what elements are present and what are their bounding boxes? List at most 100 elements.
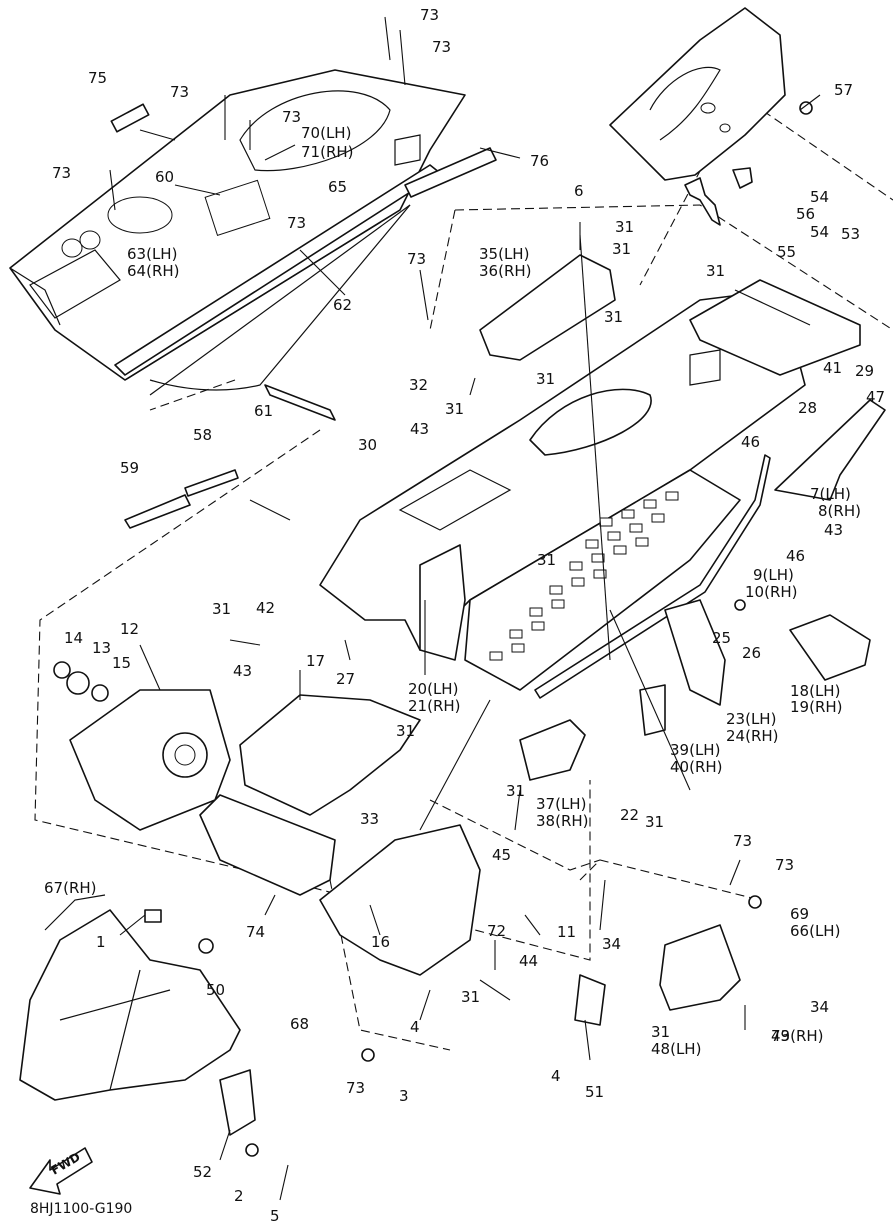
callout-8: 8(RH) [818, 502, 861, 520]
callout-17: 17 [306, 652, 325, 670]
callout-25: 25 [712, 629, 731, 647]
callout-12: 12 [120, 620, 139, 638]
callout-31: 31 [612, 240, 631, 258]
bracket-23 [664, 599, 726, 706]
callout-6: 6 [574, 182, 584, 200]
callout-31: 44 [519, 952, 538, 970]
decal-76 [404, 147, 497, 198]
callout-68: 34 [810, 998, 829, 1016]
callout-71: 71(RH) [301, 143, 354, 161]
callout-46: 46 [741, 433, 760, 451]
callout-4: 68 [290, 1015, 309, 1033]
callout-52: 51 [585, 1083, 604, 1101]
callout-10: 10(RH) [745, 583, 798, 601]
callout-29: 29 [855, 362, 874, 380]
callout-64: 64(RH) [127, 262, 180, 280]
callout-2: 52 [193, 1163, 212, 1181]
callout-69: 73 [775, 856, 794, 874]
callout-59: 59 [120, 459, 139, 477]
callout-48: 31 [651, 1023, 670, 1041]
front-left-panel [53, 661, 231, 831]
callout-49: 48(LH) [651, 1040, 701, 1058]
callout-18: 18(LH) [790, 682, 840, 700]
callout-31: 31 [445, 400, 464, 418]
callout-75: 75 [88, 69, 107, 87]
callout-31: 31 [396, 722, 415, 740]
diagram-code: 8HJ1100-G190 [30, 1201, 132, 1217]
callout-20: 20(LH) [408, 680, 458, 698]
callout-73: 73 [282, 108, 301, 126]
callout-3: 73 [346, 1079, 365, 1097]
callout-55: 55 [777, 243, 796, 261]
callout-14: 14 [64, 629, 83, 647]
callout-37: 37(LH) [536, 795, 586, 813]
callout-27: 27 [336, 670, 355, 688]
callout-47: 47 [866, 388, 885, 406]
callout-11: 16 [371, 933, 390, 951]
callout-44: 72 [487, 922, 506, 940]
bracket-39 [639, 684, 666, 736]
callout-19: 19(RH) [790, 698, 843, 716]
callout-31: 31 [645, 813, 664, 831]
callout-16: 74 [246, 923, 265, 941]
callout-5: 2 [234, 1187, 244, 1205]
rail-strip-9 [534, 454, 771, 699]
callout-38: 38(RH) [536, 812, 589, 830]
side-plate-20 [419, 544, 466, 661]
callout-51: 4 [551, 1067, 561, 1085]
callout-30: 30 [358, 436, 377, 454]
callout-31: 31 [212, 600, 231, 618]
cross-member-16 [199, 794, 336, 896]
strip-59 [124, 494, 191, 529]
callout-31: 31 [537, 551, 556, 569]
callout-73: 73 [733, 832, 752, 850]
callout-63: 63(LH) [127, 245, 177, 263]
callout-28: 28 [798, 399, 817, 417]
plate-37 [519, 719, 586, 781]
callout-76: 76 [530, 152, 549, 170]
callout-73: 73 [420, 6, 439, 24]
callout-40: 40(RH) [670, 758, 723, 776]
rear-tunnel [9, 69, 466, 396]
callout-41: 41 [823, 359, 842, 377]
callout-35: 35(LH) [479, 245, 529, 263]
callout-31: 31 [604, 308, 623, 326]
callout-74: 1 [96, 933, 106, 951]
callout-67: 66(LH) [790, 922, 840, 940]
callout-1: 67(RH) [44, 879, 97, 897]
callout-54: 54 [810, 188, 829, 206]
callout-31: 31 [506, 782, 525, 800]
callout-34: 11 [557, 923, 576, 941]
callout-32: 32 [409, 376, 428, 394]
callout-31: 31 [615, 218, 634, 236]
callout-65: 65 [328, 178, 347, 196]
bracket-41 [689, 279, 861, 376]
callout-73: 49(RH) [771, 1027, 824, 1045]
front-plate-17 [239, 694, 421, 816]
callout-39: 39(LH) [670, 741, 720, 759]
callout-73: 73 [771, 1027, 790, 1045]
callout-56: 56 [796, 205, 815, 223]
callout-4: 5 [270, 1207, 280, 1221]
callout-61: 61 [254, 402, 273, 420]
callout-31: 4 [410, 1018, 420, 1036]
callout-57: 57 [834, 81, 853, 99]
callout-42: 42 [256, 599, 275, 617]
callout-53: 53 [841, 225, 860, 243]
callout-22: 22 [620, 806, 639, 824]
callout-24: 24(RH) [726, 727, 779, 745]
callout-45: 45 [492, 846, 511, 864]
callout-66: 69 [790, 905, 809, 923]
callout-21: 21(RH) [408, 697, 461, 715]
callout-73: 73 [287, 214, 306, 232]
callout-23: 23(LH) [726, 710, 776, 728]
running-board-grid [489, 491, 679, 661]
small-parts [144, 599, 762, 1157]
callout-73: 73 [52, 164, 71, 182]
callout-50: 34 [602, 935, 621, 953]
callout-73: 73 [170, 83, 189, 101]
callout-70: 70(LH) [301, 124, 351, 142]
callout-34: 31 [461, 988, 480, 1006]
plate-7 [774, 399, 886, 501]
